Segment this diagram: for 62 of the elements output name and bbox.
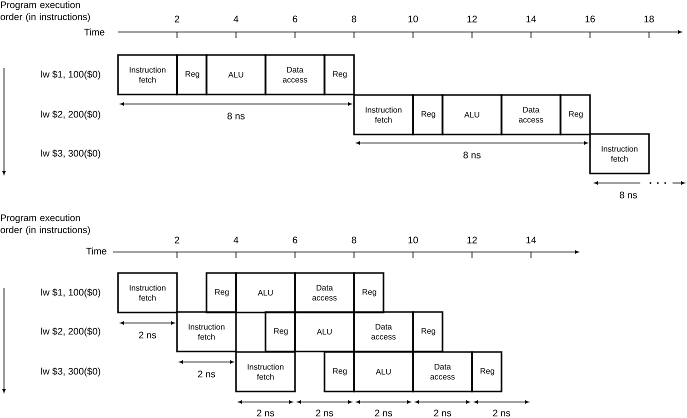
stage-box: Reg [353,272,384,314]
stage-box: ALU [442,94,502,136]
tick-label: 10 [408,16,418,22]
stage-box: Reg [412,94,444,136]
tick-label: 12 [467,16,477,22]
stage-box: Data access [264,54,326,96]
tick-label: 10 [408,236,418,244]
tick-label: 6 [292,236,298,244]
tick-label: 12 [467,236,477,244]
stage-box: Reg [206,272,237,314]
stage-box: Reg [412,311,444,352]
stage-box: Instruction fetch [235,351,296,392]
tick-label: 8 [352,236,356,244]
tick-label: 6 [292,16,298,22]
stage-box: Data access [412,351,473,392]
duration-label: 2 ns [198,370,216,378]
stage-box: Instruction fetch [117,54,178,96]
axis-title: Time [84,28,104,36]
stage-box: Reg [471,351,502,392]
axis-title: Program execution order (in instructions) [0,1,90,22]
tick-label: 16 [585,16,595,22]
duration-label: 2 ns [257,410,274,416]
instruction-label: lw $2, 200($0) [41,110,100,120]
duration-label: 2 ns [493,410,510,416]
stage-box: Reg [324,351,355,392]
stage-box: Reg [324,54,355,96]
stage-box: ALU [353,351,414,392]
stage-box: Reg [176,54,208,96]
stage-box: Instruction fetch [589,133,650,174]
stage-box: Instruction fetch [353,94,414,136]
tick-label: 2 [174,16,180,22]
stage-box: Reg [560,94,591,136]
instruction-label: lw $2, 200($0) [41,328,100,336]
tick-label: 8 [352,16,356,22]
stage-box: ALU [206,54,266,96]
stage-box: Data access [294,272,355,314]
instruction-label: lw $1, 100($0) [41,70,100,80]
stage-box: Reg [264,311,296,352]
axis-title: Time [86,248,106,254]
stage-box: ALU [294,311,355,352]
stage-box: Data access [500,94,562,136]
duration-label: 2 ns [316,410,334,416]
axis-title: Program execution order (in instructions) [0,214,90,236]
duration-label: 2 ns [139,332,156,338]
stage-box: ALU [235,272,296,314]
tick-label: 2 [174,236,180,244]
tick-label: 18 [644,16,654,22]
instruction-label: lw $3, 300($0) [41,150,100,158]
instruction-label: lw $1, 100($0) [41,288,100,298]
stage-box: Data access [353,311,414,352]
duration-label: 8 ns [463,152,481,158]
tick-label: 14 [526,236,536,244]
stage-box: Instruction fetch [117,272,178,314]
duration-label: 2 ns [434,410,452,416]
tick-label: 14 [526,16,536,22]
tick-label: 4 [234,236,238,244]
instruction-label: lw $3, 300($0) [41,368,100,376]
duration-label: 8 ns [620,192,637,198]
tick-label: 4 [234,16,238,22]
duration-label: 2 ns [375,410,392,416]
duration-label: 8 ns [227,112,245,120]
stage-box: Instruction fetch [176,311,237,352]
